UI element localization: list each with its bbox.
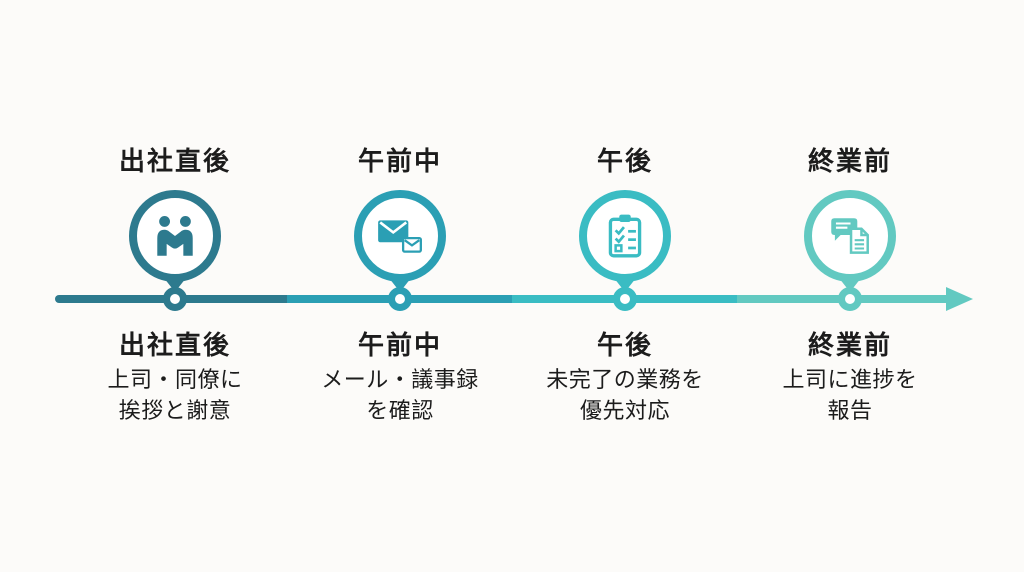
stage-before-closing-time-label-bottom: 終業前 bbox=[807, 331, 892, 361]
stage-afternoon-icon-badge bbox=[579, 190, 671, 282]
stage-morning-time-label-top: 午前中 bbox=[357, 147, 442, 177]
stage-before-closing-description: 上司に進捗を 報告 bbox=[728, 365, 972, 427]
stage-before-closing-timeline-marker bbox=[838, 287, 862, 311]
stage-arrival: 出社直後 出社直後 上司・同僚に 挨拶と謝意 bbox=[63, 0, 287, 572]
chat-report-icon bbox=[825, 211, 875, 261]
handshake-icon bbox=[150, 211, 200, 261]
stage-arrival-timeline-marker bbox=[163, 287, 187, 311]
stage-arrival-description-line2: 挨拶と謝意 bbox=[118, 399, 232, 424]
checklist-icon bbox=[600, 211, 650, 261]
stage-arrival-icon-badge bbox=[129, 190, 221, 282]
stage-before-closing-icon-badge bbox=[804, 190, 896, 282]
stage-arrival-time-label-bottom: 出社直後 bbox=[118, 331, 231, 361]
timeline-arrowhead-icon bbox=[946, 287, 973, 311]
stage-afternoon: 午後 午後 未完了の業務を 優先対応 bbox=[513, 0, 737, 572]
stage-morning-description-line2: を確認 bbox=[366, 399, 434, 424]
stage-morning: 午前中 午前中 メール・議事録 を確認 bbox=[288, 0, 512, 572]
stage-morning-icon-badge bbox=[354, 190, 446, 282]
stage-before-closing: 終業前 終業前 上司に進捗を 報告 bbox=[738, 0, 962, 572]
mail-icon bbox=[375, 211, 425, 261]
stage-morning-timeline-marker bbox=[388, 287, 412, 311]
stage-afternoon-time-label-bottom: 午後 bbox=[596, 331, 653, 361]
stage-before-closing-description-line1: 上司に進捗を bbox=[782, 368, 918, 393]
stage-arrival-description-line1: 上司・同僚に bbox=[107, 368, 243, 393]
stage-afternoon-description-line2: 優先対応 bbox=[579, 399, 670, 424]
stage-arrival-description: 上司・同僚に 挨拶と謝意 bbox=[53, 365, 297, 427]
stage-afternoon-time-label-top: 午後 bbox=[596, 147, 653, 177]
stage-arrival-time-label-top: 出社直後 bbox=[118, 147, 231, 177]
stage-morning-description-line1: メール・議事録 bbox=[321, 368, 479, 393]
stage-afternoon-description: 未完了の業務を 優先対応 bbox=[503, 365, 747, 427]
stage-morning-description: メール・議事録 を確認 bbox=[278, 365, 522, 427]
stage-afternoon-timeline-marker bbox=[613, 287, 637, 311]
stage-afternoon-description-line1: 未完了の業務を bbox=[546, 368, 704, 393]
stage-before-closing-description-line2: 報告 bbox=[827, 399, 873, 424]
stage-before-closing-time-label-top: 終業前 bbox=[807, 147, 892, 177]
stage-morning-time-label-bottom: 午前中 bbox=[357, 331, 442, 361]
